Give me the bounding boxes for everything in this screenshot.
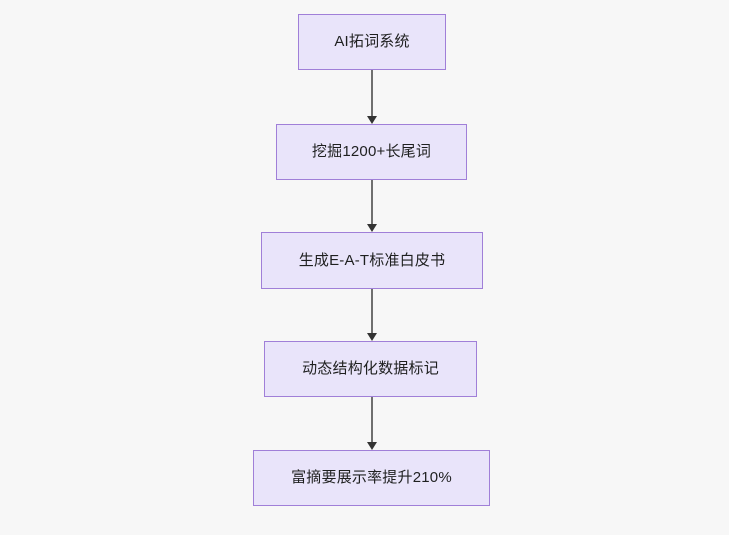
node-label: AI拓词系统 [334,33,410,50]
flowchart-node-rich-snippet-impression-lift[interactable]: 富摘要展示率提升210% [253,450,490,506]
arrow-head-icon [366,442,377,450]
edge-line [371,180,373,224]
flowchart-node-ai-keyword-system[interactable]: AI拓词系统 [298,14,446,70]
arrow-head-icon [366,224,377,232]
node-label: 动态结构化数据标记 [302,360,439,377]
flowchart-node-mine-longtail-keywords[interactable]: 挖掘1200+长尾词 [276,124,467,180]
edge-line [371,289,373,333]
edge-line [371,397,373,442]
arrow-head-icon [366,116,377,124]
arrow-head-icon [366,333,377,341]
node-label: 挖掘1200+长尾词 [311,143,432,160]
flowchart-node-generate-eat-whitepaper[interactable]: 生成E-A-T标准白皮书 [261,232,483,289]
flowchart-node-dynamic-structured-data-markup[interactable]: 动态结构化数据标记 [264,341,477,397]
node-label: 生成E-A-T标准白皮书 [298,251,446,269]
node-label: 富摘要展示率提升210% [291,469,452,486]
edge-line [371,70,373,116]
